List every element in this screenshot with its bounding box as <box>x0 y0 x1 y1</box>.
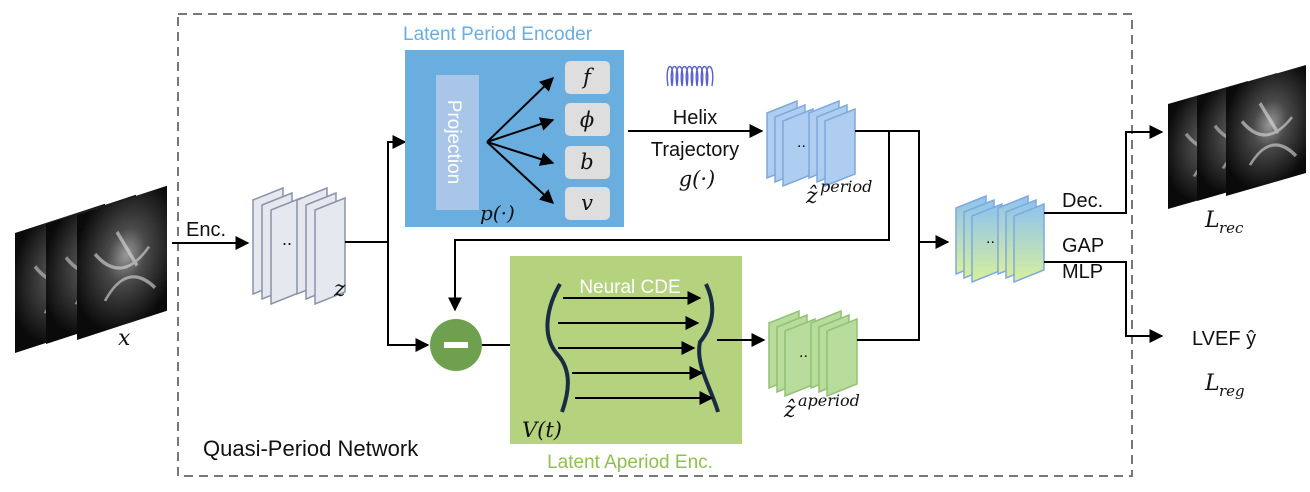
reg-loss-subscript: reg <box>1219 382 1245 400</box>
gap-label: GAP <box>1062 235 1104 257</box>
z-aperiod-stack <box>768 309 858 398</box>
aperiod-encoder-title: Latent Aperiod Enc. <box>547 452 713 473</box>
latent-z-stack <box>252 186 346 306</box>
network-name-label: Quasi-Period Network <box>203 436 419 461</box>
param-phi-label: ϕ <box>580 108 594 132</box>
aperiod-encoder-box <box>510 256 742 444</box>
param-f-label: f <box>581 65 594 89</box>
z-aperiod-dots: .. <box>799 344 808 361</box>
input-echo-frames <box>15 185 167 353</box>
z-period-superscript: period <box>820 177 872 196</box>
z-to-subtract-arrow <box>387 242 430 352</box>
neural-cde-label: Neural CDE <box>579 277 680 298</box>
vt-label: V(t) <box>522 418 562 442</box>
network-frame <box>177 13 1133 477</box>
mlp-label: MLP <box>1062 261 1103 283</box>
decoder-arrow <box>1044 125 1164 214</box>
helix-label: Helix <box>673 107 717 129</box>
helix-trajectory-icon <box>666 66 714 87</box>
projection-bar <box>436 75 479 210</box>
period-feedback-arrow <box>448 130 890 312</box>
latent-variable-label: z <box>333 277 346 302</box>
z-aperiod-symbol: ẑ <box>783 398 796 423</box>
lvef-output-label: LVEF ŷ <box>1192 328 1256 350</box>
z-period-stack <box>766 99 856 188</box>
param-b-label: b <box>580 150 593 174</box>
input-variable-label: x <box>118 326 131 351</box>
regression-arrow <box>1044 261 1164 343</box>
trajectory-function-label: g(·) <box>679 167 716 191</box>
rec-loss-symbol: L <box>1204 208 1220 233</box>
latent-z-dots: .. <box>282 229 292 249</box>
period-encoder-title: Latent Period Encoder <box>403 24 593 45</box>
encoder-label: Enc. <box>186 219 226 241</box>
aperiod-to-fusion-line <box>857 242 920 341</box>
decoder-label: Dec. <box>1062 190 1103 212</box>
z-period-dots: .. <box>797 134 806 151</box>
cde-flow-arrows <box>558 291 714 405</box>
cde-left-curve <box>545 283 570 413</box>
reconstructed-echo-frames <box>1168 65 1306 209</box>
fused-dots: .. <box>986 230 995 247</box>
rec-loss-subscript: rec <box>1219 219 1244 237</box>
parameter-boxes <box>565 61 610 220</box>
fused-feature-stack <box>955 194 1045 284</box>
minus-bar <box>444 342 468 348</box>
projection-fanout-arrows <box>486 77 555 204</box>
period-to-fusion-arrow <box>889 130 950 249</box>
projection-label: Projection <box>443 100 464 185</box>
projection-function-label: p(·) <box>480 201 515 225</box>
reg-loss-symbol: L <box>1204 371 1220 396</box>
z-to-period-arrow <box>345 135 407 243</box>
z-aperiod-superscript: aperiod <box>798 391 860 410</box>
z-period-symbol: ẑ <box>805 184 818 209</box>
param-v-label: v <box>581 191 593 215</box>
trajectory-label: Trajectory <box>651 139 739 161</box>
